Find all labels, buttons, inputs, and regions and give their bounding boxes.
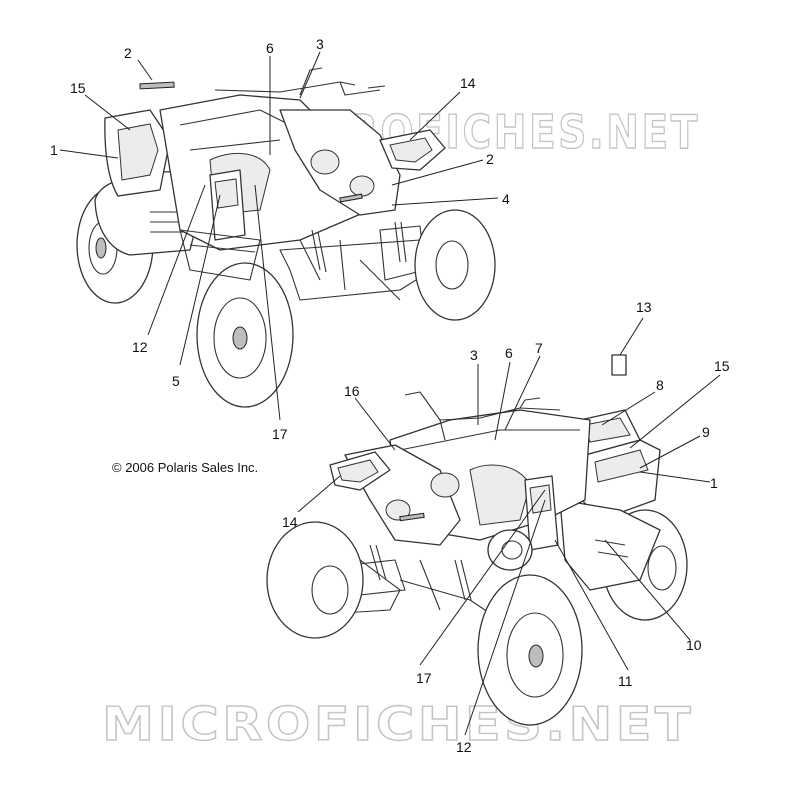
callouts-bottom: 13 3 6 7 16 8 15 9 1 14 10 17 11 12 xyxy=(282,299,730,755)
callout-bottom-9: 9 xyxy=(702,424,710,440)
callout-top-12: 12 xyxy=(132,339,148,355)
callout-top-17: 17 xyxy=(272,426,288,442)
callout-bottom-3: 3 xyxy=(470,347,478,363)
callout-bottom-14: 14 xyxy=(282,514,298,530)
callout-bottom-11: 11 xyxy=(618,673,633,689)
callout-top-6: 6 xyxy=(266,40,274,56)
copyright-text: © 2006 Polaris Sales Inc. xyxy=(112,460,258,475)
watermark-bottom: MICROFICHES.NET xyxy=(102,697,694,751)
callout-bottom-10: 10 xyxy=(686,637,702,653)
callout-bottom-15: 15 xyxy=(714,358,730,374)
callout-top-1: 1 xyxy=(50,142,58,158)
callout-bottom-1: 1 xyxy=(710,475,718,491)
callout-top-2a: 2 xyxy=(124,45,132,61)
callout-bottom-6: 6 xyxy=(505,345,513,361)
callout-bottom-17: 17 xyxy=(416,670,432,686)
callout-top-5: 5 xyxy=(172,373,180,389)
atv-top-illustration xyxy=(76,67,496,408)
callout-top-15: 15 xyxy=(70,80,86,96)
decal-13 xyxy=(611,354,627,376)
atv-bottom-illustration xyxy=(266,391,688,726)
callout-bottom-16: 16 xyxy=(344,383,360,399)
atv-top-decal-2 xyxy=(139,81,175,90)
callout-top-4: 4 xyxy=(502,191,510,207)
callout-top-2b: 2 xyxy=(486,151,494,167)
callout-bottom-12: 12 xyxy=(456,739,472,755)
leader-lines xyxy=(59,51,721,736)
callout-top-3: 3 xyxy=(316,36,324,52)
callout-bottom-7: 7 xyxy=(535,340,543,356)
callouts-top: 2 6 3 15 14 1 2 4 12 5 17 xyxy=(50,36,510,442)
callout-bottom-8: 8 xyxy=(656,377,664,393)
callout-top-14: 14 xyxy=(460,75,476,91)
callout-bottom-13: 13 xyxy=(636,299,652,315)
